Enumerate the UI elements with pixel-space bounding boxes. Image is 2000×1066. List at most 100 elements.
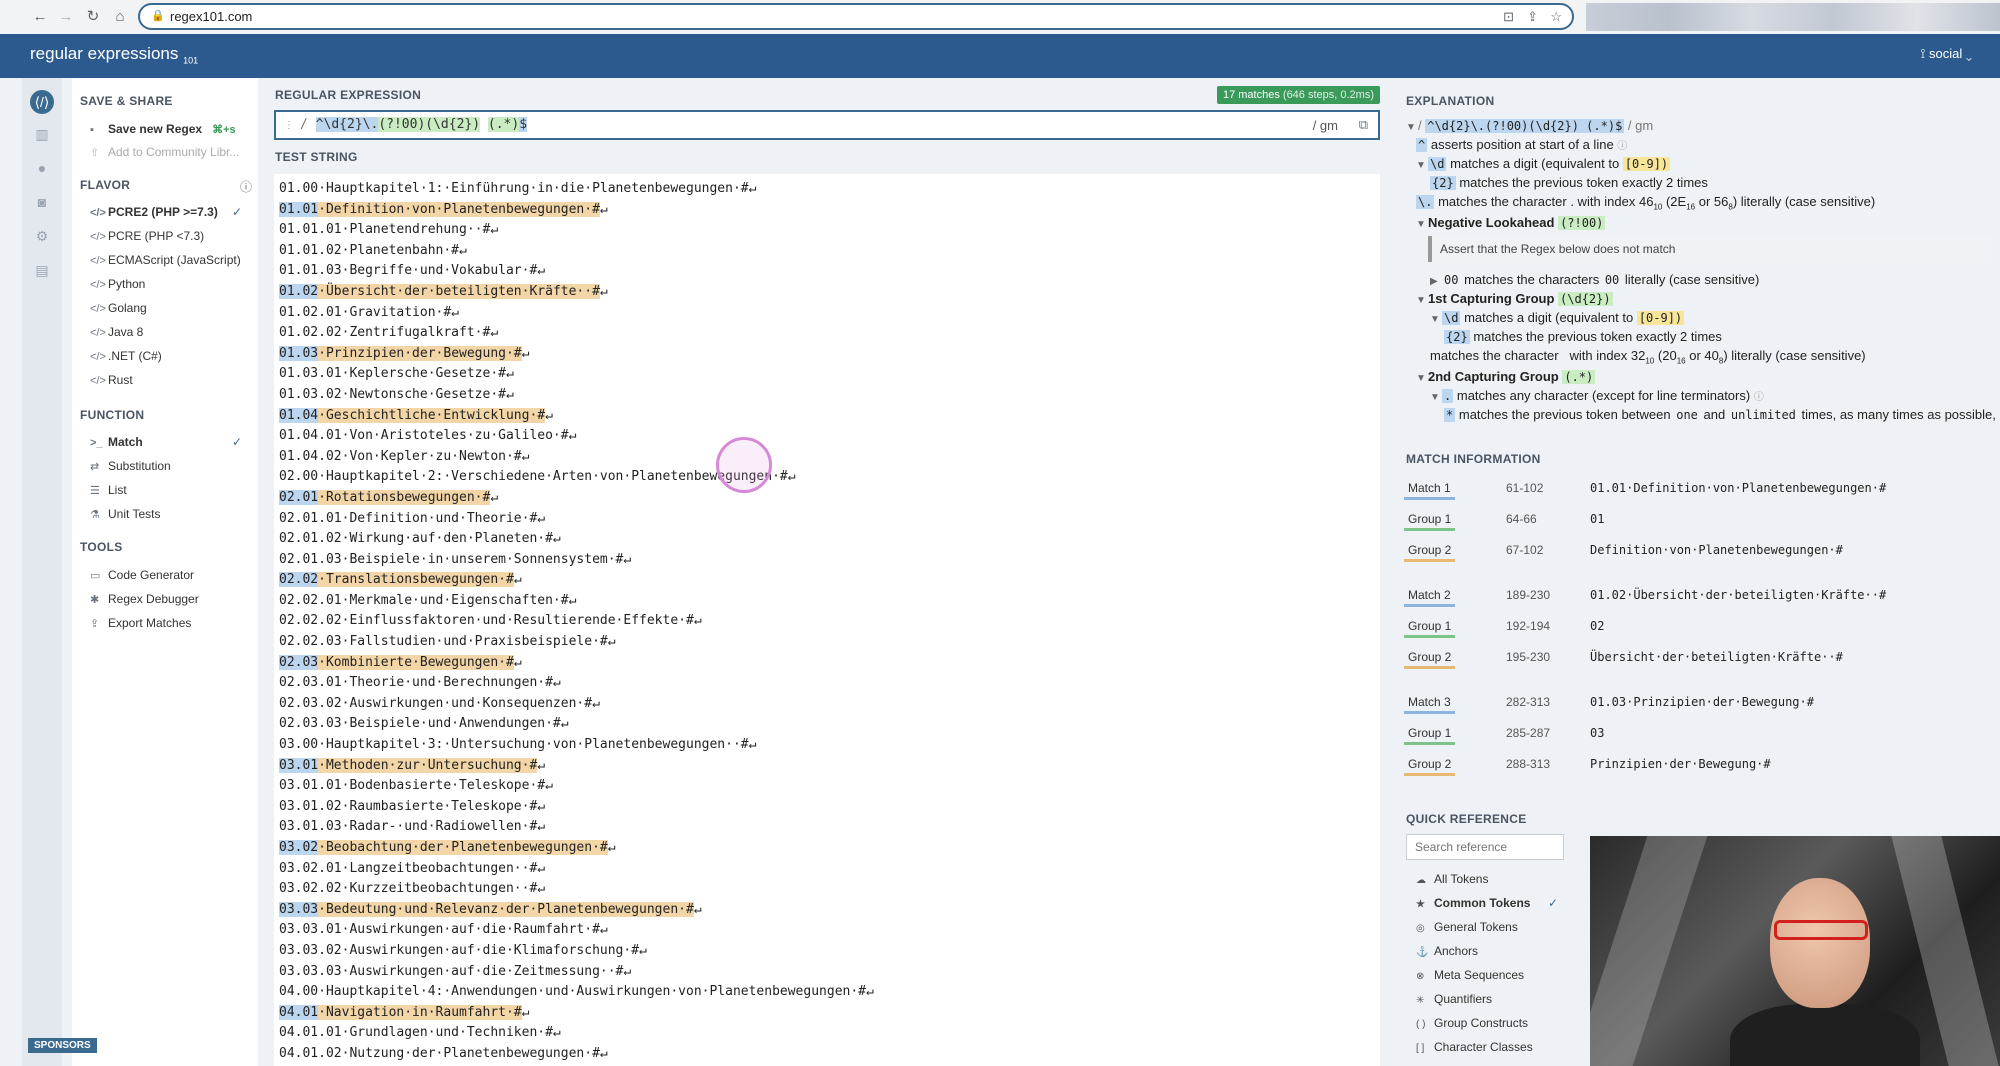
- test-line[interactable]: 01.04.02·Von·Kepler·zu·Newton·#↵: [279, 447, 874, 468]
- tool-regex-debugger[interactable]: ✱Regex Debugger: [90, 592, 199, 606]
- test-line[interactable]: 01.02·Übersicht·der·beteiligten·Kräfte··…: [279, 282, 874, 303]
- test-line[interactable]: 03.00·Hauptkapitel·3:·Untersuchung·von·P…: [279, 735, 874, 756]
- flavor-pcre2[interactable]: </>PCRE2 (PHP >=7.3): [90, 205, 218, 219]
- test-line[interactable]: 01.03.01·Keplersche·Gesetze·#↵: [279, 364, 874, 385]
- bookmark-star-icon[interactable]: ☆: [1550, 9, 1562, 24]
- test-line[interactable]: 03.01·Methoden·zur·Untersuchung·#↵: [279, 756, 874, 777]
- back-icon[interactable]: ←: [32, 8, 48, 25]
- test-line[interactable]: 03.02.02·Kurzzeitbeobachtungen··#↵: [279, 879, 874, 900]
- test-line[interactable]: 04.01·Navigation·in·Raumfahrt·#↵: [279, 1003, 874, 1024]
- qr-quantifiers[interactable]: ✳Quantifiers: [1416, 992, 1492, 1006]
- tool-export-matches[interactable]: ⇪Export Matches: [90, 616, 191, 630]
- site-logo[interactable]: regular expressions 101: [30, 44, 198, 65]
- flavor-golang[interactable]: </>Golang: [90, 301, 147, 315]
- collapse-icon[interactable]: ▼: [1430, 392, 1440, 403]
- install-icon[interactable]: ⊡: [1503, 9, 1514, 24]
- flavor-ecmascript[interactable]: </>ECMAScript (JavaScript): [90, 253, 241, 267]
- forward-icon[interactable]: →: [58, 8, 74, 25]
- test-line[interactable]: 01.03·Prinzipien·der·Bewegung·#↵: [279, 344, 874, 365]
- test-line[interactable]: 03.01.03·Radar-·und·Radiowellen·#↵: [279, 817, 874, 838]
- test-line[interactable]: 01.01.03·Begriffe·und·Vokabular·#↵: [279, 261, 874, 282]
- flavor-rust[interactable]: </>Rust: [90, 373, 133, 387]
- reload-icon[interactable]: ↻: [86, 8, 100, 25]
- test-line[interactable]: 01.01.01·Planetendrehung··#↵: [279, 220, 874, 241]
- test-line[interactable]: 02.01.02·Wirkung·auf·den·Planeten·#↵: [279, 529, 874, 550]
- regex-text[interactable]: ⋮ / ^\d{2}\.(?!00)(\d{2}) (.*)$: [284, 117, 528, 132]
- collapse-icon[interactable]: ▼: [1406, 122, 1416, 133]
- share-icon[interactable]: ⇪: [1527, 9, 1538, 24]
- qr-group-constructs[interactable]: ( )Group Constructs: [1416, 1016, 1528, 1030]
- test-line[interactable]: 03.01.01·Bodenbasierte·Teleskope·#↵: [279, 776, 874, 797]
- add-community-button[interactable]: ⇧Add to Community Libr...: [90, 145, 239, 159]
- user-icon[interactable]: ●: [37, 160, 47, 176]
- function-match[interactable]: >_Match: [90, 435, 143, 449]
- test-line[interactable]: 03.01.02·Raumbasierte·Teleskope·#↵: [279, 797, 874, 818]
- info-icon[interactable]: ⓘ: [1617, 141, 1628, 152]
- test-line[interactable]: 01.04·Geschichtliche·Entwicklung·#↵: [279, 406, 874, 427]
- library-icon[interactable]: ▥: [35, 126, 49, 142]
- test-string-lines[interactable]: 01.00·Hauptkapitel·1:·Einführung·in·die·…: [279, 179, 874, 1065]
- test-line[interactable]: 02.02.01·Merkmale·und·Eigenschaften·#↵: [279, 591, 874, 612]
- function-substitution[interactable]: ⇄Substitution: [90, 459, 171, 473]
- editor-icon[interactable]: ⟨/⟩: [30, 90, 54, 114]
- test-line[interactable]: 03.03·Bedeutung·und·Relevanz·der·Planete…: [279, 900, 874, 921]
- function-list[interactable]: ☰List: [90, 483, 127, 497]
- test-line[interactable]: 01.01.02·Planetenbahn·#↵: [279, 241, 874, 262]
- home-icon[interactable]: ⌂: [115, 8, 125, 25]
- test-line[interactable]: 02.03.01·Theorie·und·Berechnungen·#↵: [279, 673, 874, 694]
- qr-common-tokens[interactable]: ★Common Tokens: [1416, 896, 1530, 910]
- test-line[interactable]: 01.03.02·Newtonsche·Gesetze·#↵: [279, 385, 874, 406]
- save-new-regex-button[interactable]: ▪Save new Regex⌘+s: [90, 122, 236, 136]
- test-line[interactable]: 02.01.01·Definition·und·Theorie·#↵: [279, 509, 874, 530]
- function-unit-tests[interactable]: ⚗Unit Tests: [90, 507, 160, 521]
- flavor-pcre[interactable]: </>PCRE (PHP <7.3): [90, 229, 204, 243]
- test-line[interactable]: 01.02.02·Zentrifugalkraft·#↵: [279, 323, 874, 344]
- test-line[interactable]: 02.03.03·Beispiele·und·Anwendungen·#↵: [279, 714, 874, 735]
- test-line[interactable]: 04.01.02·Nutzung·der·Planetenbewegungen·…: [279, 1044, 874, 1065]
- test-line[interactable]: 02.01.03·Beispiele·in·unserem·Sonnensyst…: [279, 550, 874, 571]
- collapse-icon[interactable]: ▼: [1416, 219, 1426, 230]
- info-icon[interactable]: ⓘ: [1753, 392, 1764, 403]
- search-reference-input[interactable]: [1406, 834, 1564, 860]
- test-line[interactable]: 02.01·Rotationsbewegungen·#↵: [279, 488, 874, 509]
- collapse-icon[interactable]: ▼: [1430, 314, 1440, 325]
- flavor-java[interactable]: </>Java 8: [90, 325, 143, 339]
- test-line[interactable]: 03.03.03·Auswirkungen·auf·die·Zeitmessun…: [279, 962, 874, 983]
- collapse-icon[interactable]: ▼: [1416, 295, 1426, 306]
- settings-gear-icon[interactable]: ⚙: [35, 228, 49, 244]
- qr-character-classes[interactable]: [ ]Character Classes: [1416, 1040, 1533, 1054]
- qr-all-tokens[interactable]: ☁All Tokens: [1416, 872, 1488, 886]
- test-line[interactable]: 03.02·Beobachtung·der·Planetenbewegungen…: [279, 838, 874, 859]
- test-line[interactable]: 01.00·Hauptkapitel·1:·Einführung·in·die·…: [279, 179, 874, 200]
- test-line[interactable]: 02.03·Kombinierte·Bewegungen·#↵: [279, 653, 874, 674]
- test-line[interactable]: 03.03.02·Auswirkungen·auf·die·Klimaforsc…: [279, 941, 874, 962]
- collapse-icon[interactable]: ▼: [1416, 160, 1426, 171]
- discord-icon[interactable]: ◙: [37, 194, 47, 210]
- flavor-dotnet[interactable]: </>.NET (C#): [90, 349, 162, 363]
- test-line[interactable]: 02.02.02·Einflussfaktoren·und·Resultiere…: [279, 611, 874, 632]
- test-string-editor[interactable]: 01.00·Hauptkapitel·1:·Einführung·in·die·…: [274, 174, 1380, 1066]
- expand-icon[interactable]: ▶: [1430, 276, 1438, 287]
- tool-code-generator[interactable]: ▭Code Generator: [90, 568, 194, 582]
- test-line[interactable]: 02.02.03·Fallstudien·und·Praxisbeispiele…: [279, 632, 874, 653]
- test-line[interactable]: 01.01·Definition·von·Planetenbewegungen·…: [279, 200, 874, 221]
- test-line[interactable]: 03.02.01·Langzeitbeobachtungen··#↵: [279, 859, 874, 880]
- test-line[interactable]: 04.01.01·Grundlagen·und·Techniken·#↵: [279, 1023, 874, 1044]
- test-line[interactable]: 02.02·Translationsbewegungen·#↵: [279, 570, 874, 591]
- collapse-icon[interactable]: ▼: [1416, 373, 1426, 384]
- address-bar[interactable]: 🔒 regex101.com ⊡ ⇪ ☆: [138, 3, 1574, 30]
- test-line[interactable]: 02.00·Hauptkapitel·2:·Verschiedene·Arten…: [279, 467, 874, 488]
- qr-general-tokens[interactable]: ◎General Tokens: [1416, 920, 1518, 934]
- copy-icon[interactable]: ⧉: [1358, 117, 1368, 132]
- test-line[interactable]: 01.02.01·Gravitation·#↵: [279, 303, 874, 324]
- help-icon[interactable]: ⓘ: [240, 180, 253, 194]
- regex-input[interactable]: ⋮ / ^\d{2}\.(?!00)(\d{2}) (.*)$ / gm ⧉: [274, 110, 1380, 140]
- qr-anchors[interactable]: ⚓Anchors: [1416, 944, 1478, 958]
- chat-icon[interactable]: ▤: [35, 262, 49, 278]
